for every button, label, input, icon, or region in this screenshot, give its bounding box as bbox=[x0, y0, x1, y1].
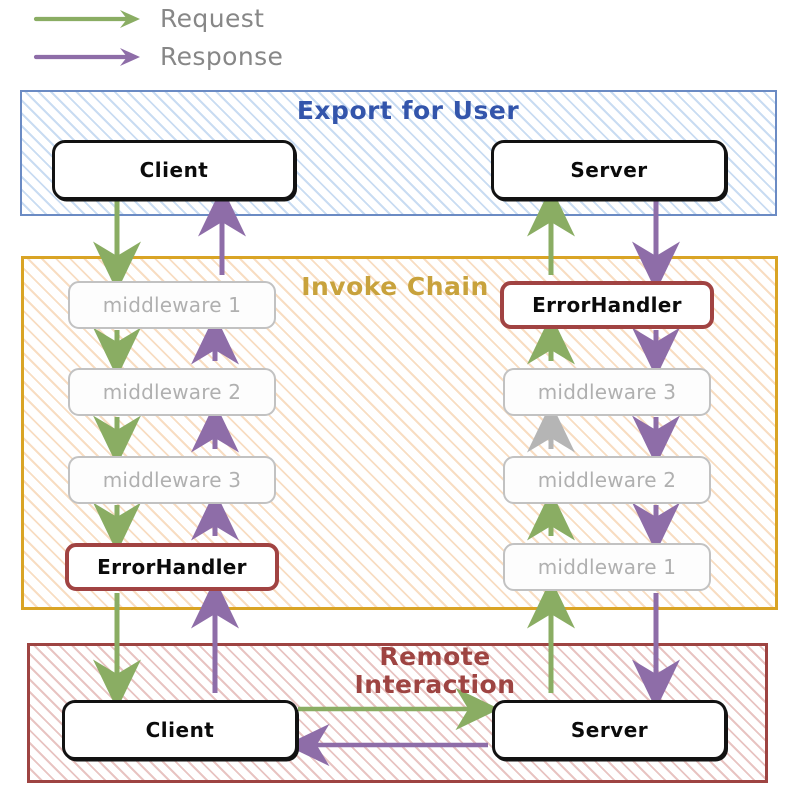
node-label: middleware 3 bbox=[102, 468, 242, 492]
node-label: ErrorHandler bbox=[532, 293, 682, 317]
node-label: middleware 3 bbox=[537, 380, 677, 404]
legend-item-request: Request bbox=[33, 4, 265, 33]
response-arrow-icon bbox=[33, 47, 140, 66]
node-right-error-handler[interactable]: ErrorHandler bbox=[500, 281, 714, 329]
node-label: middleware 1 bbox=[102, 293, 242, 317]
node-label: middleware 1 bbox=[537, 555, 677, 579]
node-bottom-server[interactable]: Server bbox=[492, 700, 727, 760]
node-top-server[interactable]: Server bbox=[491, 140, 727, 200]
node-left-middleware-2[interactable]: middleware 2 bbox=[68, 368, 276, 416]
legend-label-request: Request bbox=[160, 4, 265, 33]
node-left-middleware-1[interactable]: middleware 1 bbox=[68, 281, 276, 329]
node-right-middleware-1[interactable]: middleware 1 bbox=[503, 543, 711, 591]
panel-title-export-for-user: Export for User bbox=[296, 96, 520, 125]
legend-label-response: Response bbox=[160, 42, 284, 71]
node-left-error-handler[interactable]: ErrorHandler bbox=[65, 543, 279, 591]
node-top-client[interactable]: Client bbox=[52, 140, 296, 200]
node-label: Client bbox=[139, 158, 209, 182]
node-right-middleware-3[interactable]: middleware 3 bbox=[503, 368, 711, 416]
node-label: middleware 2 bbox=[537, 468, 677, 492]
node-label: Server bbox=[570, 718, 649, 742]
node-label: middleware 2 bbox=[102, 380, 242, 404]
node-left-middleware-3[interactable]: middleware 3 bbox=[68, 456, 276, 504]
node-right-middleware-2[interactable]: middleware 2 bbox=[503, 456, 711, 504]
node-label: Client bbox=[145, 718, 215, 742]
node-label: Server bbox=[570, 158, 648, 182]
panel-title-remote-line1: Remote bbox=[379, 642, 491, 671]
panel-title-remote-interaction: Remote Interaction bbox=[330, 643, 540, 699]
node-bottom-client[interactable]: Client bbox=[62, 700, 298, 760]
panel-title-remote-line2: Interaction bbox=[354, 670, 516, 699]
panel-title-invoke-chain: Invoke Chain bbox=[301, 272, 489, 301]
node-label: ErrorHandler bbox=[97, 555, 247, 579]
request-arrow-icon bbox=[33, 9, 140, 28]
legend-item-response: Response bbox=[33, 42, 284, 71]
